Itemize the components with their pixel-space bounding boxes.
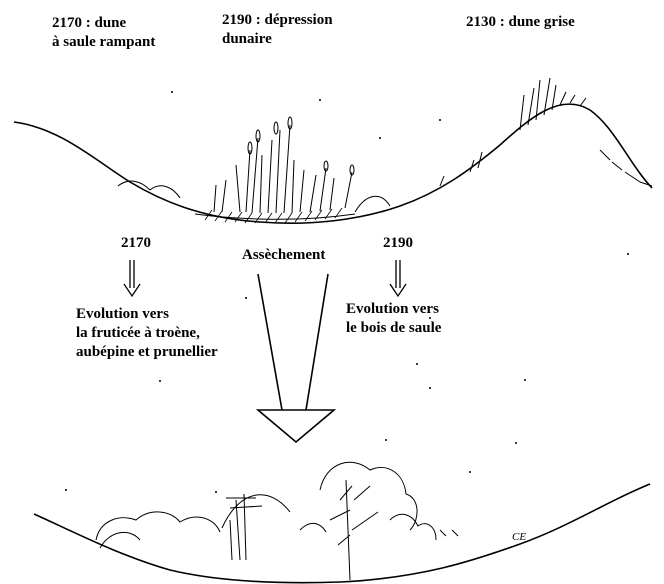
signature: CE bbox=[512, 531, 526, 543]
code-2190-label: 2190 bbox=[383, 234, 413, 253]
habitat-2170-line2: à saule rampant bbox=[52, 33, 155, 52]
top-dune-profile bbox=[14, 104, 652, 223]
habitat-2170-label: 2170 : dune à saule rampant bbox=[52, 14, 155, 52]
signature-text: CE bbox=[512, 531, 526, 543]
habitat-2190-line2: dunaire bbox=[222, 30, 333, 49]
grey-dune-vegetation bbox=[440, 78, 652, 186]
evolution-2170-line2: la fruticée à troène, bbox=[76, 324, 218, 343]
bottom-dune-profile bbox=[34, 484, 650, 583]
bottom-shrubs bbox=[96, 462, 458, 580]
evolution-2170-line3: aubépine et prunellier bbox=[76, 343, 218, 362]
habitat-2170-line1: 2170 : dune bbox=[52, 14, 155, 33]
habitat-2190-line1: 2190 : dépression bbox=[222, 11, 333, 30]
depression-hatching bbox=[205, 208, 342, 223]
depression-vegetation bbox=[118, 117, 390, 213]
down-arrow-icon bbox=[124, 260, 140, 296]
habitat-2130-label: 2130 : dune grise bbox=[466, 13, 575, 32]
evolution-2190-label: Evolution vers le bois de saule bbox=[346, 300, 441, 338]
evolution-2190-line2: le bois de saule bbox=[346, 319, 441, 338]
down-arrow-icon bbox=[390, 260, 406, 296]
evolution-2170-line1: Evolution vers bbox=[76, 305, 218, 324]
large-down-arrow-icon bbox=[258, 274, 334, 442]
habitat-2190-label: 2190 : dépression dunaire bbox=[222, 11, 333, 49]
evolution-2190-line1: Evolution vers bbox=[346, 300, 441, 319]
sand-dots bbox=[65, 91, 629, 493]
code-2170-label: 2170 bbox=[121, 234, 151, 253]
process-label: Assèchement bbox=[242, 246, 325, 265]
evolution-2170-label: Evolution vers la fruticée à troène, aub… bbox=[76, 305, 218, 362]
